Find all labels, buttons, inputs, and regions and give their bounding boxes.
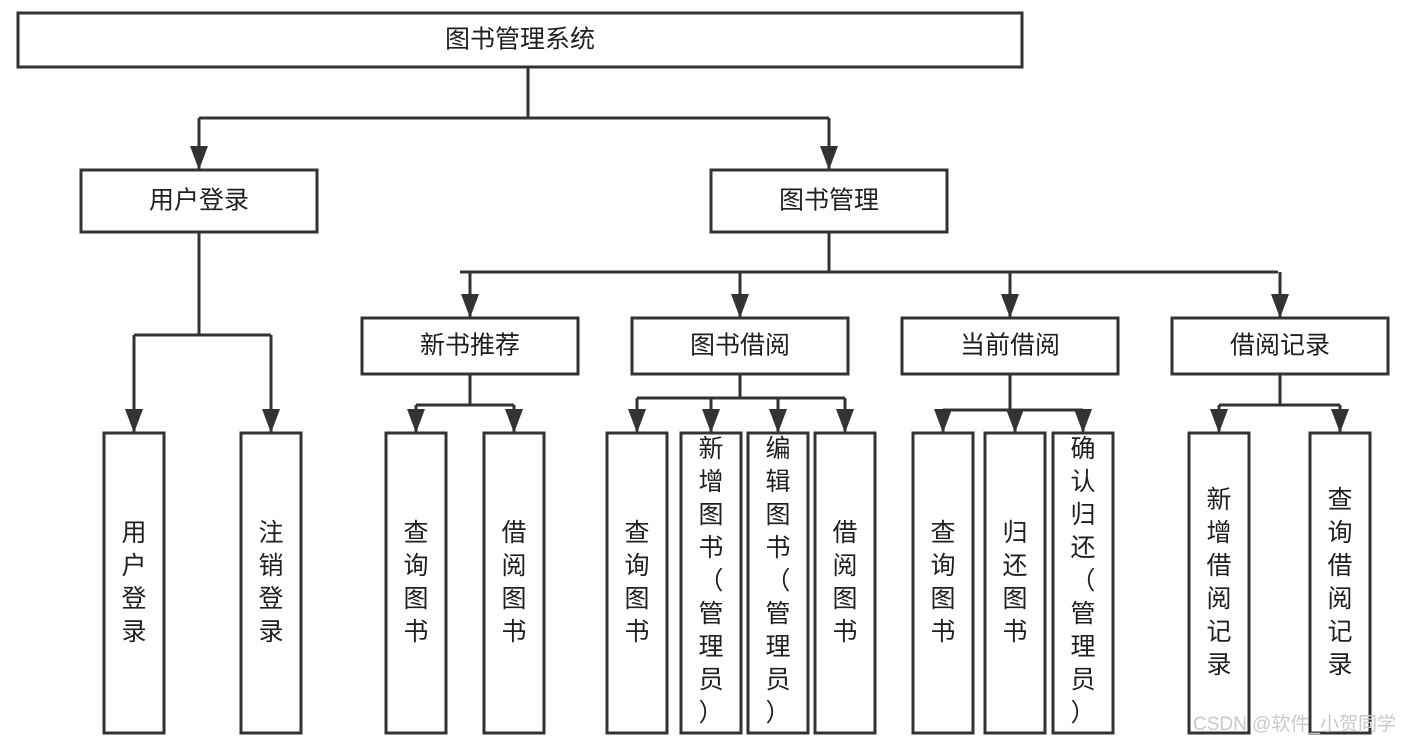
node-box: [1170, 316, 1390, 376]
node-box: [1187, 431, 1251, 735]
node-leaf-cb-return[interactable]: 归还图书: [983, 431, 1047, 735]
arrow-head-icon: [1006, 409, 1024, 433]
node-label: 用户登录: [149, 187, 249, 215]
node-label: 查询借阅记录: [1327, 486, 1352, 679]
node-box: [630, 316, 850, 376]
node-leaf-cb-confirm[interactable]: 确认归还（管理员）: [1051, 431, 1115, 735]
arrow-head-icon: [769, 409, 787, 433]
arrow-head-icon: [505, 409, 523, 433]
node-box: [1308, 431, 1372, 735]
connector-layer: [125, 67, 1349, 433]
node-box: [813, 431, 877, 735]
node-label: 查询图书: [403, 519, 428, 646]
node-label: 查询图书: [930, 519, 955, 646]
arrow-head-icon: [262, 409, 280, 433]
arrow-head-icon: [1271, 294, 1289, 318]
node-box: [983, 431, 1047, 735]
arrow-head-icon: [934, 409, 952, 433]
arrow-head-icon: [836, 409, 854, 433]
arrow-head-icon: [702, 409, 720, 433]
node-book-manage[interactable]: 图书管理: [709, 168, 949, 234]
node-root[interactable]: 图书管理系统: [16, 11, 1024, 69]
node-box: [605, 431, 669, 735]
node-leaf-rec-query[interactable]: 查询图书: [384, 431, 448, 735]
node-label: 用户登录: [121, 519, 146, 646]
node-box: [384, 431, 448, 735]
node-box: [911, 431, 975, 735]
node-label: 借阅记录: [1230, 332, 1330, 360]
node-label: 编辑图书（管理员）: [765, 435, 790, 727]
node-box: [1051, 431, 1115, 735]
csdn-watermark: CSDN @软件_小贺同学: [1193, 713, 1396, 735]
node-box: [239, 431, 303, 735]
node-new-book-rec[interactable]: 新书推荐: [360, 316, 580, 376]
node-box: [16, 11, 1024, 69]
node-leaf-bb-edit[interactable]: 编辑图书（管理员）: [746, 431, 810, 735]
node-leaf-br-query[interactable]: 查询借阅记录: [1308, 431, 1372, 735]
node-box: [482, 431, 546, 735]
node-leaf-cb-query[interactable]: 查询图书: [911, 431, 975, 735]
node-label: 图书管理系统: [445, 26, 595, 54]
node-current-borrow[interactable]: 当前借阅: [900, 316, 1120, 376]
arrow-head-icon: [1210, 409, 1228, 433]
node-box: [102, 431, 166, 735]
node-label: 借阅图书: [501, 519, 526, 646]
node-box: [709, 168, 949, 234]
arrow-head-icon: [731, 294, 749, 318]
node-leaf-bb-add[interactable]: 新增图书（管理员）: [679, 431, 743, 735]
node-label: 借阅图书: [832, 519, 857, 646]
arrow-head-icon: [628, 409, 646, 433]
node-label: 新增图书（管理员）: [698, 435, 723, 727]
node-leaf-br-add[interactable]: 新增借阅记录: [1187, 431, 1251, 735]
arrow-head-icon: [461, 294, 479, 318]
node-leaf-rec-borrow[interactable]: 借阅图书: [482, 431, 546, 735]
node-box: [746, 431, 810, 735]
arrow-head-icon: [125, 409, 143, 433]
node-user-login[interactable]: 用户登录: [79, 168, 319, 234]
node-leaf-bb-borrow[interactable]: 借阅图书: [813, 431, 877, 735]
node-label: 新书推荐: [420, 332, 520, 360]
node-layer: 图书管理系统用户登录图书管理新书推荐图书借阅当前借阅借阅记录用户登录注销登录查询…: [16, 11, 1390, 735]
node-box: [679, 431, 743, 735]
node-box: [79, 168, 319, 234]
arrow-head-icon: [1074, 409, 1092, 433]
arrow-head-icon: [820, 146, 838, 170]
node-leaf-bb-query[interactable]: 查询图书: [605, 431, 669, 735]
node-box: [900, 316, 1120, 376]
node-label: 归还图书: [1002, 519, 1027, 646]
arrow-head-icon: [190, 146, 208, 170]
node-label: 注销登录: [258, 519, 283, 646]
node-box: [360, 316, 580, 376]
node-label: 图书借阅: [690, 332, 790, 360]
node-label: 新增借阅记录: [1206, 486, 1231, 679]
node-label: 确认归还（管理员）: [1070, 435, 1095, 727]
node-label: 当前借阅: [960, 332, 1060, 360]
arrow-head-icon: [1331, 409, 1349, 433]
node-book-borrow[interactable]: 图书借阅: [630, 316, 850, 376]
arrow-head-icon: [1001, 294, 1019, 318]
arrow-head-icon: [407, 409, 425, 433]
node-label: 图书管理: [779, 187, 879, 215]
node-label: 查询图书: [624, 519, 649, 646]
node-leaf-user-logout[interactable]: 注销登录: [239, 431, 303, 735]
node-borrow-record[interactable]: 借阅记录: [1170, 316, 1390, 376]
node-leaf-user-login[interactable]: 用户登录: [102, 431, 166, 735]
